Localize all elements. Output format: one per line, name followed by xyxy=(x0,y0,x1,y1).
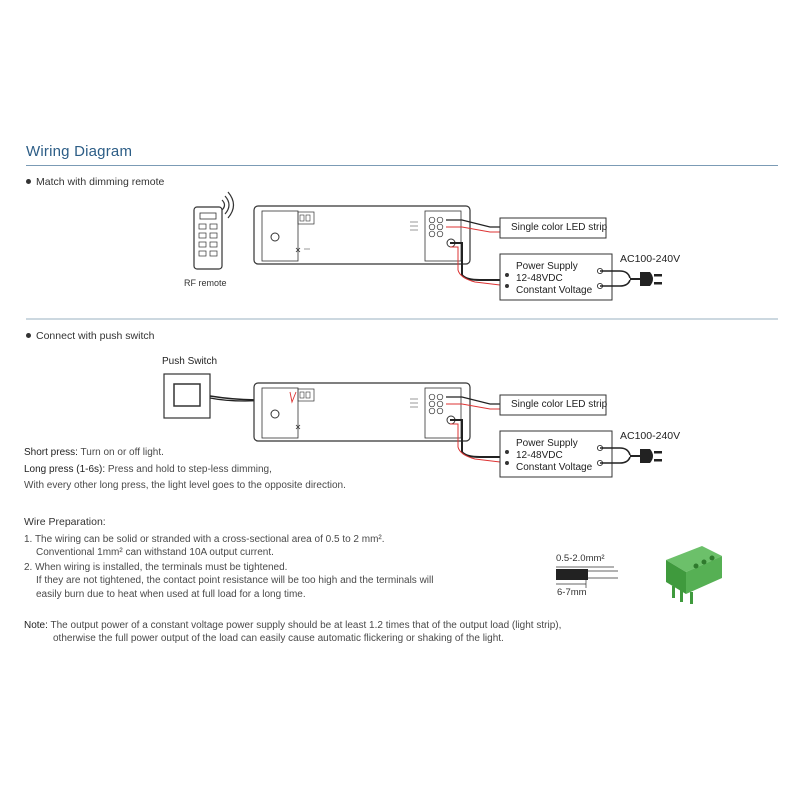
controller-icon xyxy=(253,205,471,265)
wire-prep-heading: Wire Preparation: xyxy=(24,516,106,528)
psu-line-3: Constant Voltage xyxy=(516,285,593,296)
led-strip-label: Single color LED strip xyxy=(511,222,608,233)
wire-size-label: 0.5-2.0mm² xyxy=(556,553,605,564)
wire-prep-item2-line2: If they are not tightened, the contact p… xyxy=(36,575,434,586)
page-title: Wiring Diagram xyxy=(26,143,133,160)
title-divider xyxy=(26,165,778,166)
push-switch-icon xyxy=(163,373,211,419)
wire-prep-item1-line1: 1. The wiring can be solid or stranded w… xyxy=(24,534,385,545)
note-line-2: otherwise the full power output of the l… xyxy=(53,633,504,644)
wire-prep-item2-line3: easily burn due to heat when used at ful… xyxy=(36,589,306,600)
signal-waves-icon xyxy=(221,191,235,219)
stripped-wire-icon xyxy=(556,566,618,588)
psu-line-3: Constant Voltage xyxy=(516,462,593,473)
strip-length-label: 6-7mm xyxy=(557,587,587,598)
push-switch-label: Push Switch xyxy=(162,356,218,367)
psu-line-2: 12-48VDC xyxy=(516,450,563,461)
short-press-text: Short press: Turn on or off light. xyxy=(24,447,164,458)
long-press-text: Long press (1-6s): Press and hold to ste… xyxy=(24,464,272,475)
plug-icon xyxy=(630,449,662,463)
ac-voltage-label: AC100-240V xyxy=(620,253,681,265)
note-line-1: Note: The output power of a constant vol… xyxy=(24,620,562,631)
psu-line-1: Power Supply xyxy=(516,261,578,272)
wire-prep-item1-line2: Conventional 1mm² can withstand 10A outp… xyxy=(36,547,274,558)
terminal-block-icon xyxy=(666,546,722,604)
plug-icon xyxy=(630,272,662,286)
section1-bullet: Match with dimming remote xyxy=(26,176,164,188)
ac-voltage-label: AC100-240V xyxy=(620,430,681,442)
psu-line-2: 12-48VDC xyxy=(516,273,563,284)
psu-line-1: Power Supply xyxy=(516,438,578,449)
section2-bullet: Connect with push switch xyxy=(26,330,154,342)
led-strip-label: Single color LED strip xyxy=(511,399,608,410)
controller-icon xyxy=(253,382,471,442)
wire-prep-item2-line1: 2. When wiring is installed, the termina… xyxy=(24,562,288,573)
rf-remote-label: RF remote xyxy=(184,278,227,288)
rf-remote-icon xyxy=(193,206,223,270)
long-press-note: With every other long press, the light l… xyxy=(24,480,346,491)
